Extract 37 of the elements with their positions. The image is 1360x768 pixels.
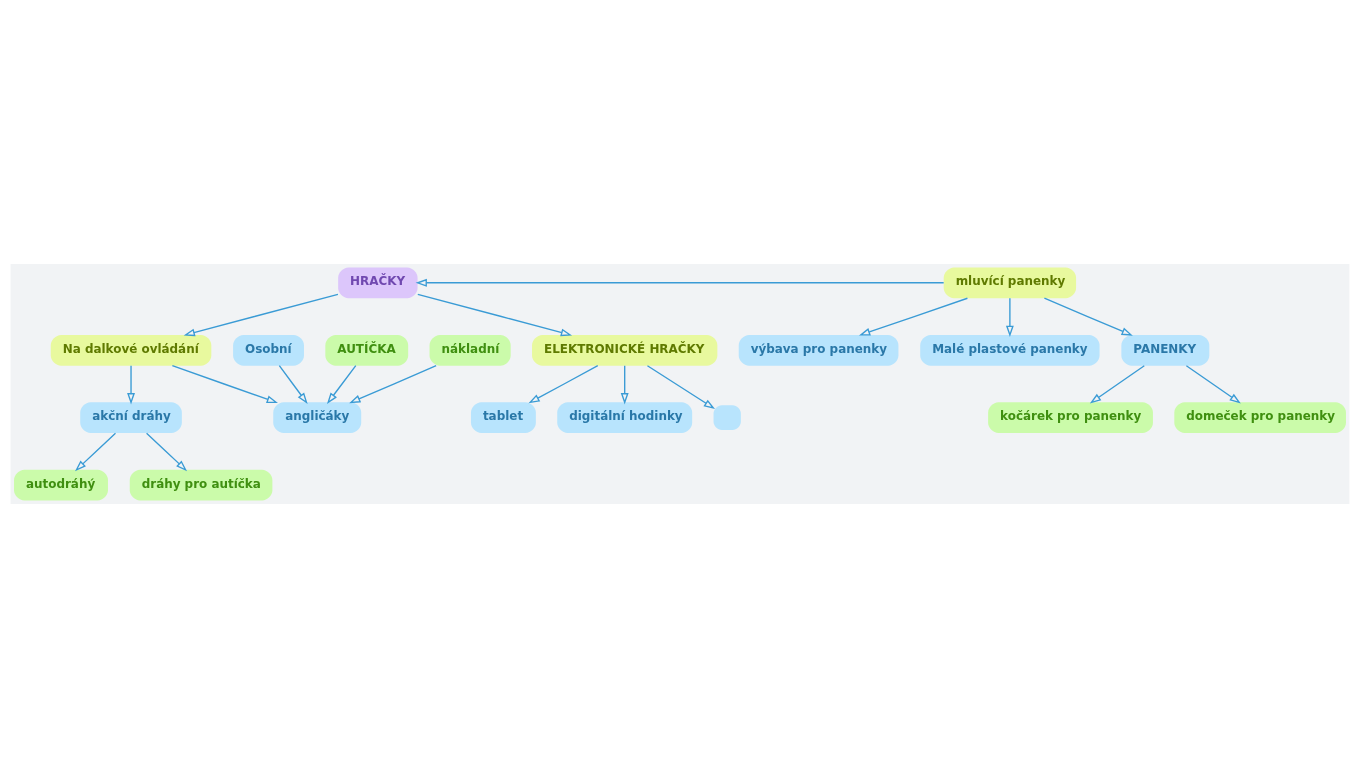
arrow — [145, 432, 188, 472]
arrow — [75, 432, 117, 472]
arrow — [528, 365, 599, 404]
arrow — [417, 293, 573, 337]
node-box: Na dalkové ovládání — [50, 334, 212, 366]
arrow — [1005, 297, 1014, 337]
node-box: mluvící panenky — [943, 267, 1077, 299]
arrow — [415, 278, 945, 287]
arrow — [1185, 365, 1241, 404]
arrow — [278, 365, 308, 404]
node-box: tablet — [470, 402, 536, 434]
arrow — [858, 297, 969, 336]
node-box — [713, 405, 741, 431]
node-box: nákladní — [429, 334, 511, 366]
arrow — [620, 365, 629, 405]
node-box: domeček pro panenky — [1174, 402, 1346, 434]
arrow — [349, 365, 437, 404]
node-box: kočárek pro panenky — [988, 402, 1153, 434]
node-box: autodráhý — [14, 469, 108, 501]
node-box: Osobní — [233, 334, 304, 366]
arrow — [326, 365, 357, 404]
node-box: AUTÍČKA — [325, 334, 409, 366]
arrow — [1043, 297, 1133, 336]
arrow — [1089, 365, 1145, 404]
node-box: digitální hodinky — [557, 402, 693, 434]
node-box: HRAČKY — [338, 267, 418, 299]
arrow — [127, 365, 135, 405]
node-box: akční dráhy — [80, 402, 182, 434]
node-box: ELEKTRONICKÉ HRAČKY — [532, 334, 718, 366]
node-box: Malé plastové panenky — [920, 334, 1100, 366]
node-box: dráhy pro autíčka — [129, 469, 273, 501]
arrow — [646, 365, 716, 410]
arrow — [183, 293, 339, 337]
node-box: angličáky — [273, 402, 362, 434]
node-box: PANENKY — [1121, 334, 1210, 366]
arrow — [171, 365, 278, 404]
node-box: výbava pro panenky — [738, 334, 899, 366]
